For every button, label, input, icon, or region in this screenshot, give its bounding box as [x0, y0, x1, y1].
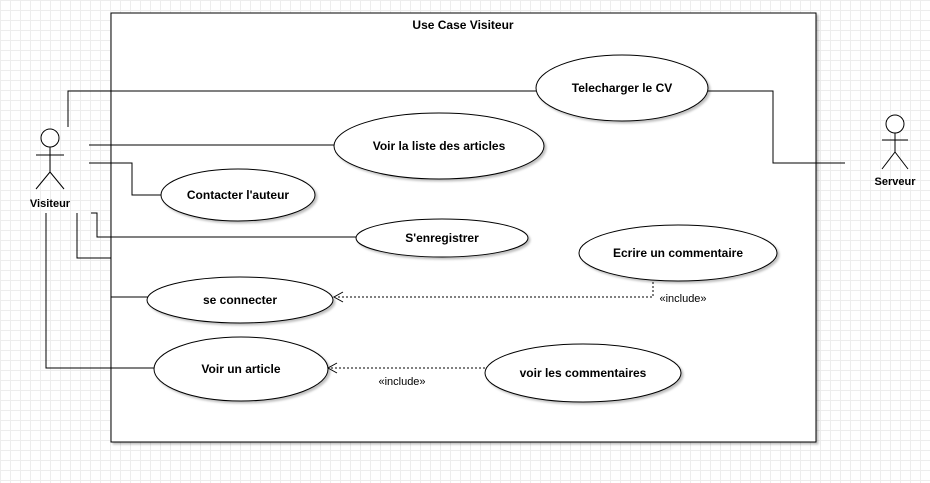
- use-case-label: S'enregistrer: [405, 231, 479, 245]
- use-case-connecter[interactable]: se connecter: [146, 276, 334, 324]
- use-case-label: se connecter: [203, 293, 277, 307]
- use-case-label: Ecrire un commentaire: [613, 246, 743, 260]
- use-case-contacter[interactable]: Contacter l'auteur: [160, 168, 316, 222]
- include-label-article: «include»: [378, 376, 425, 388]
- actor-label-visiteur: Visiteur: [30, 198, 71, 210]
- include-arrowhead-connecter: [332, 291, 344, 303]
- use-case-voir-commentaires[interactable]: voir les commentaires: [484, 343, 682, 403]
- use-case-telecharger[interactable]: Telecharger le CV: [535, 54, 709, 122]
- use-case-label: Voir un article: [201, 362, 280, 376]
- assoc-visiteur-telecharger: [67, 90, 537, 127]
- use-case-label: Contacter l'auteur: [187, 188, 290, 202]
- assoc-visiteur-contacter: [89, 162, 161, 196]
- include-label-connecter: «include»: [659, 293, 706, 305]
- assoc-visiteur-enregistrer: [91, 212, 356, 238]
- use-case-label: voir les commentaires: [520, 366, 647, 380]
- association-lines: [45, 90, 845, 369]
- use-case-label: Voir la liste des articles: [373, 139, 506, 153]
- use-case-voir-article[interactable]: Voir un article: [153, 336, 329, 402]
- system-title: Use Case Visiteur: [412, 18, 513, 32]
- actor-visiteur[interactable]: [35, 128, 65, 190]
- actor-serveur[interactable]: [881, 114, 909, 170]
- actor-head: [885, 114, 905, 134]
- use-case-label: Telecharger le CV: [572, 81, 673, 95]
- assoc-serveur-telecharger: [708, 90, 845, 164]
- assoc-visiteur-voir-article: [45, 213, 154, 369]
- use-case-ecrire[interactable]: Ecrire un commentaire: [578, 224, 778, 282]
- actor-label-serveur: Serveur: [875, 176, 917, 188]
- assoc-visiteur-connecter: [76, 213, 148, 298]
- actor-head: [40, 128, 60, 148]
- use-case-voir-liste[interactable]: Voir la liste des articles: [333, 112, 545, 180]
- use-case-enregistrer[interactable]: S'enregistrer: [355, 218, 529, 258]
